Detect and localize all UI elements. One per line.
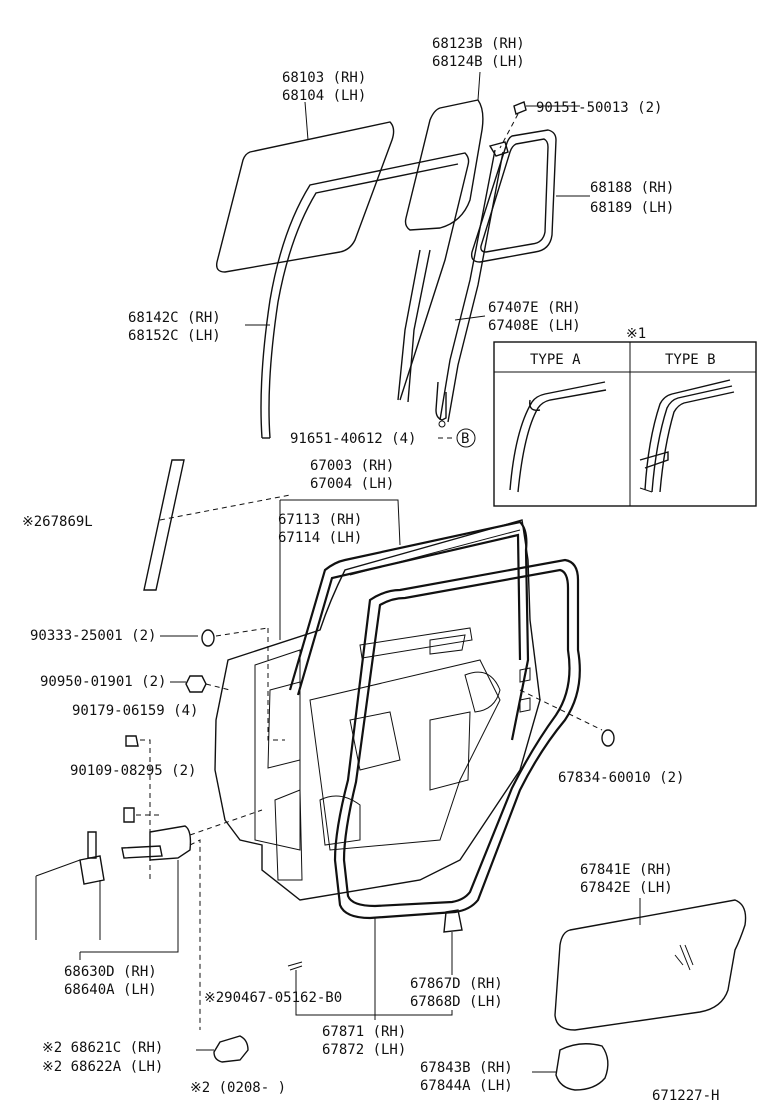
quarter-window-weatherstrip [470, 129, 590, 263]
label-67844A: 67844A (LH) [420, 1078, 513, 1094]
door-glass [215, 121, 395, 273]
label-68152C: 68152C (LH) [128, 328, 221, 344]
service-hole-cover [554, 898, 747, 1031]
label-68104: 68104 (LH) [282, 88, 366, 104]
label-note-1: ※1 [626, 326, 646, 342]
leader-68123 [477, 71, 481, 101]
label-90950: 90950-01901 (2) [40, 674, 166, 690]
label-67841E: 67841E (RH) [580, 862, 673, 878]
door-hinge [35, 809, 263, 1030]
glass-run-channel [260, 152, 470, 439]
label-68123B: 68123B (RH) [432, 36, 525, 52]
label-91651: 91651-40612 (4) [290, 431, 416, 447]
screw-90151 [499, 101, 580, 149]
leader-67869 [159, 494, 291, 521]
label-67872: 67872 (LH) [322, 1042, 406, 1058]
hole-plug [519, 689, 615, 747]
door-outer-panel [214, 519, 541, 901]
leader-68103 [304, 101, 309, 141]
small-cover [532, 1043, 609, 1091]
label-68189: 68189 (LH) [590, 200, 674, 216]
label-68621C: ※2 68621C (RH) [42, 1040, 163, 1056]
label-68188: 68188 (RH) [590, 180, 674, 196]
label-67867D: 67867D (RH) [410, 976, 503, 992]
label-67114: 67114 (LH) [278, 530, 362, 546]
leader-67003 [280, 499, 401, 546]
screw-90467 [287, 961, 453, 1016]
diagram-code: 671227-H [652, 1088, 719, 1104]
label-type-a: TYPE A [530, 352, 581, 368]
door-clip [443, 909, 463, 975]
label-90467: ※290467-05162-B0 [204, 990, 342, 1006]
label-67003: 67003 (RH) [310, 458, 394, 474]
label-67868D: 67868D (LH) [410, 994, 503, 1010]
label-67113: 67113 (RH) [278, 512, 362, 528]
label-67869L: ※267869L [22, 514, 93, 530]
label-68142C: 68142C (RH) [128, 310, 221, 326]
label-68103: 68103 (RH) [282, 70, 366, 86]
label-67004: 67004 (LH) [310, 476, 394, 492]
inset-type-detail [493, 341, 757, 507]
label-67834: 67834-60010 (2) [558, 770, 684, 786]
label-67842E: 67842E (LH) [580, 880, 673, 896]
label-90109: 90109-08295 (2) [70, 763, 196, 779]
label-68630D: 68630D (RH) [64, 964, 157, 980]
leader-67407 [454, 315, 486, 321]
quarter-glass [404, 99, 484, 231]
leader-dashed-1 [267, 628, 285, 741]
label-68124B: 68124B (LH) [432, 54, 525, 70]
door-weatherstrip [288, 520, 581, 920]
label-note-2: ※2 (0208- ) [190, 1080, 286, 1096]
label-90333: 90333-25001 (2) [30, 628, 156, 644]
belt-molding [143, 459, 185, 591]
label-67407E: 67407E (RH) [488, 300, 581, 316]
label-67408E: 67408E (LH) [488, 318, 581, 334]
label-67871: 67871 (RH) [322, 1024, 406, 1040]
label-90151: 90151-50013 (2) [536, 100, 662, 116]
door-inner-structure [267, 659, 531, 881]
division-bar [397, 141, 509, 428]
label-68640A: 68640A (LH) [64, 982, 157, 998]
label-circle-b: B [461, 431, 469, 447]
label-67843B: 67843B (RH) [420, 1060, 513, 1076]
label-68622A: ※2 68622A (LH) [42, 1059, 163, 1075]
door-lock [196, 1035, 249, 1063]
fasteners [123, 627, 269, 880]
label-90179: 90179-06159 (4) [72, 703, 198, 719]
label-type-b: TYPE B [665, 352, 716, 368]
reference-b-marker [438, 428, 476, 448]
